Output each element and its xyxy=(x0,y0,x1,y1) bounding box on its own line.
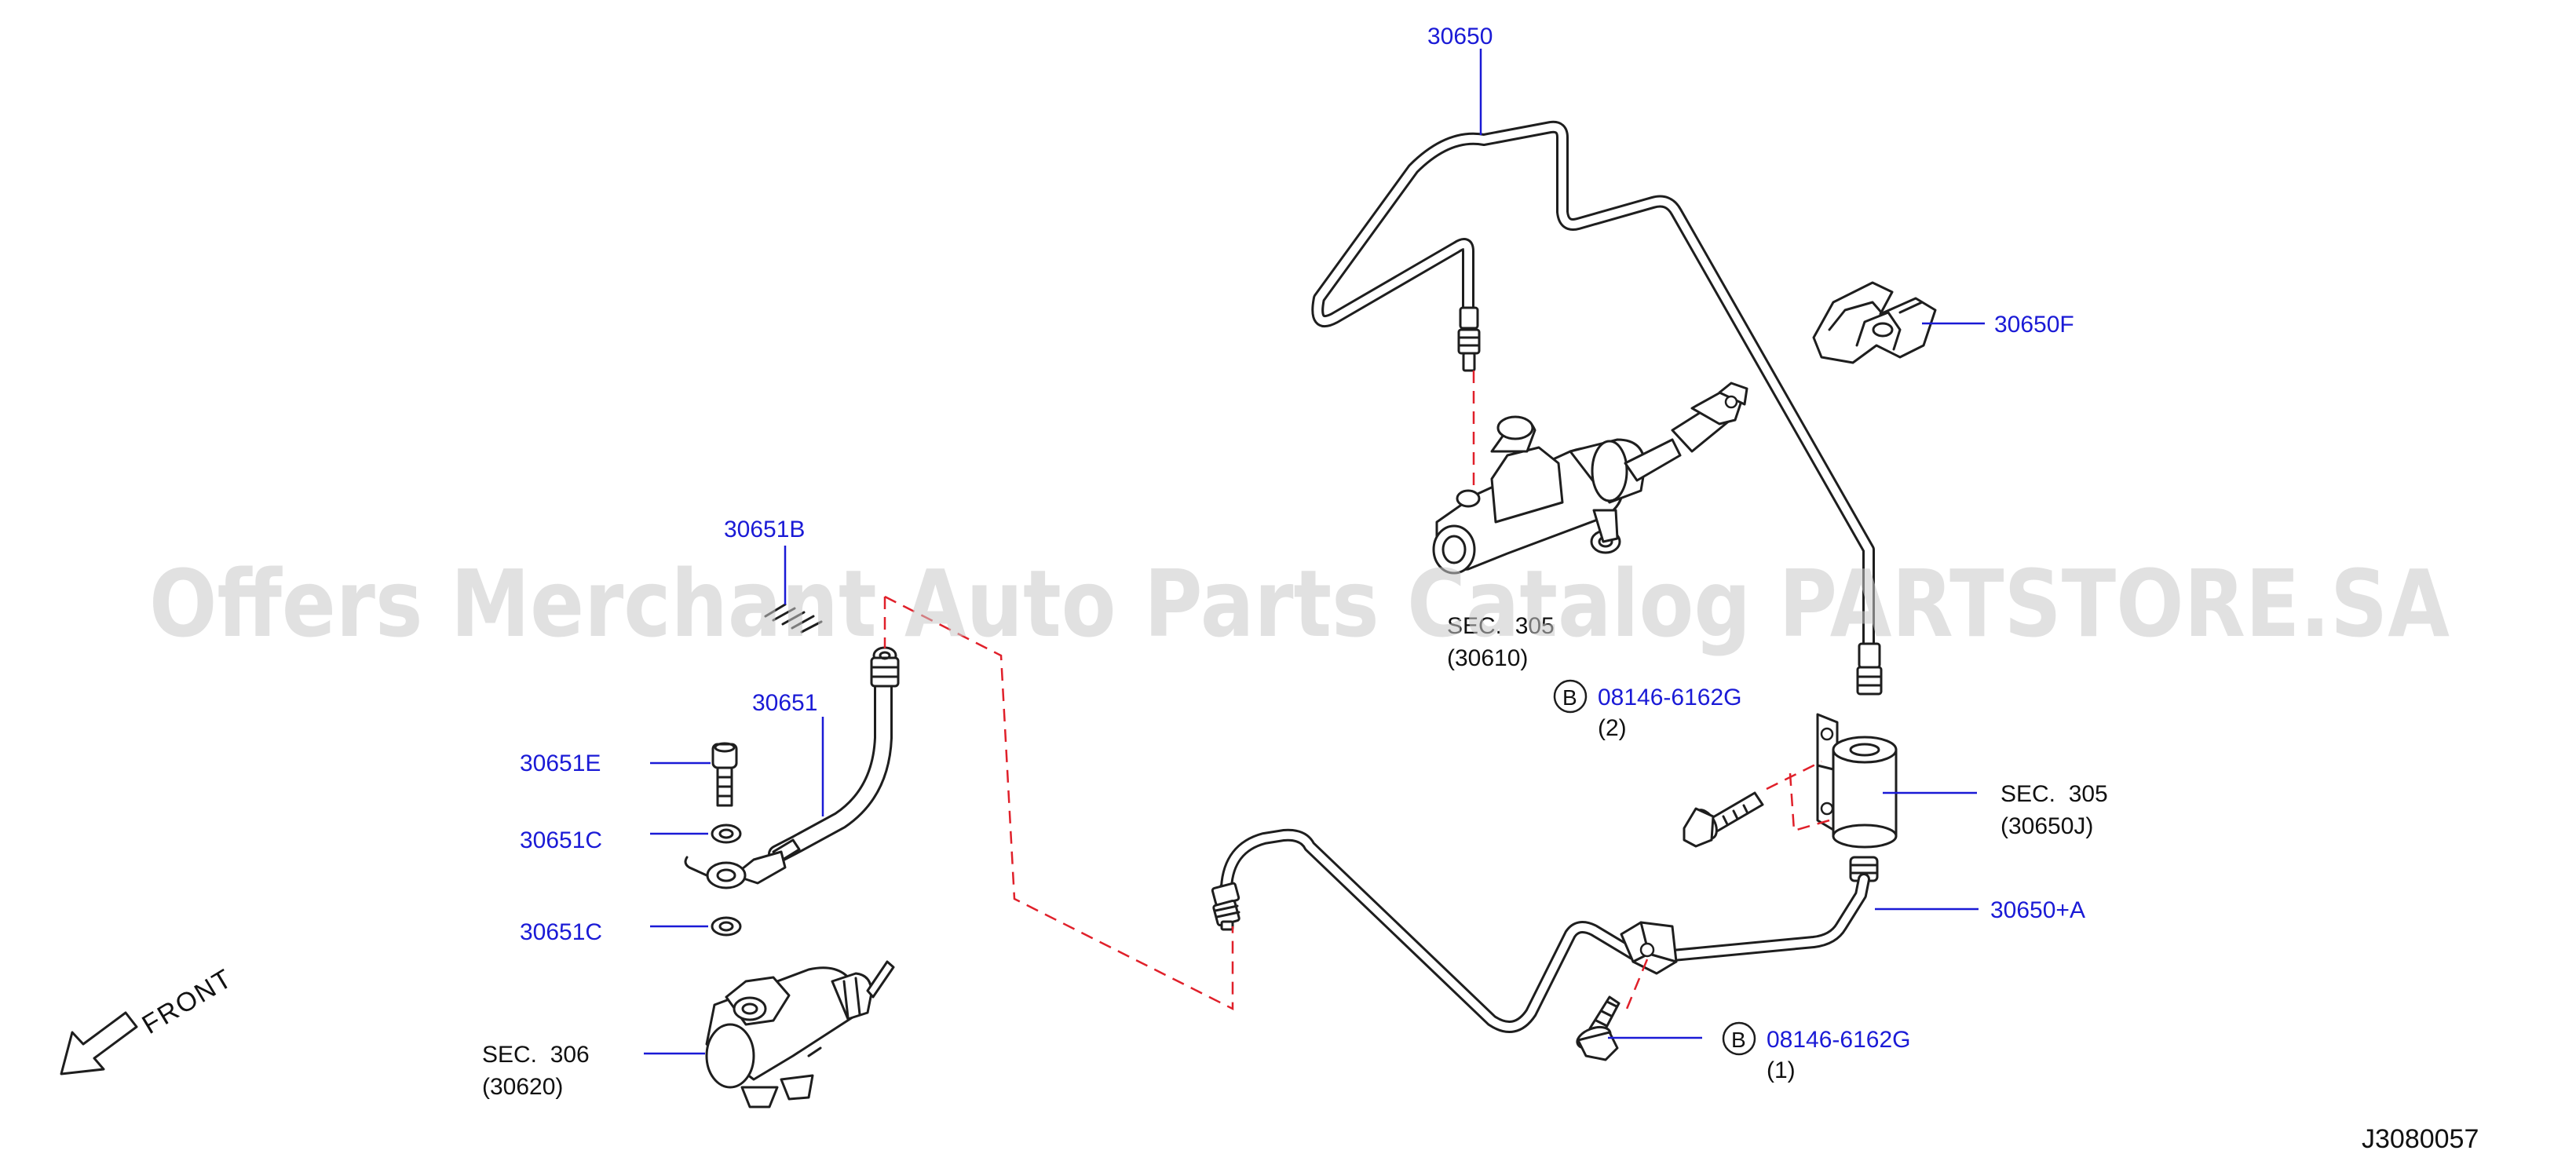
leader-lines xyxy=(644,49,1985,1055)
section-ref-master: SEC. 305 (30610) xyxy=(1447,613,1555,671)
section-master-sec: SEC. 305 xyxy=(1447,613,1555,639)
callout-30650A: 30650+A xyxy=(1990,897,2085,923)
callout-30651B: 30651B xyxy=(724,517,805,542)
bolt-marker-upper: B xyxy=(1562,685,1577,710)
diagram-id: J3080057 xyxy=(2362,1124,2479,1154)
assembly-lines xyxy=(883,371,1830,1013)
section-master-code: (30610) xyxy=(1447,645,1528,671)
bleeder-screw-30651E xyxy=(711,742,738,807)
clutch-hose-30651 xyxy=(684,646,900,889)
callout-30651C-upper: 30651C xyxy=(520,827,602,853)
section-damper-code: (30650J) xyxy=(2001,813,2093,839)
clutch-tube-30650 xyxy=(1311,120,1883,696)
section-ref-damper: SEC. 305 (30650J) xyxy=(2001,781,2108,839)
section-damper-sec: SEC. 305 xyxy=(2001,781,2108,807)
clutch-tube-30650A xyxy=(1211,828,1870,1033)
spring-30651B xyxy=(764,603,823,634)
callout-30651E: 30651E xyxy=(520,750,601,776)
section-ref-operating: SEC. 306 (30620) xyxy=(482,1042,590,1100)
front-arrow: FRONT xyxy=(60,963,239,1076)
bolt-qty-upper: (2) xyxy=(1598,715,1627,741)
callout-30651C-lower: 30651C xyxy=(520,919,602,945)
bolt-qty-lower: (1) xyxy=(1767,1057,1796,1083)
callout-30651: 30651 xyxy=(752,690,817,716)
bolt-lower xyxy=(1576,995,1621,1061)
section-operating-code: (30620) xyxy=(482,1074,563,1100)
washer-30651C-lower xyxy=(711,916,742,937)
bolt-upper xyxy=(1683,791,1764,848)
callout-30650F: 30650F xyxy=(1994,312,2074,338)
bolt-part-lower: 08146-6162G xyxy=(1767,1027,1911,1053)
callout-bolt-lower: B 08146-6162G (1) xyxy=(1722,1021,1911,1083)
clip-30650F xyxy=(1812,281,1937,364)
callout-30650: 30650 xyxy=(1427,24,1493,49)
section-operating-sec: SEC. 306 xyxy=(482,1042,590,1068)
callout-bolt-upper: B 08146-6162G (2) xyxy=(1553,679,1742,741)
clutch-damper xyxy=(1816,713,1898,882)
front-label: FRONT xyxy=(137,963,239,1040)
bolt-marker-lower: B xyxy=(1731,1028,1746,1052)
washer-30651C-upper xyxy=(711,824,742,844)
watermark: Offers Merchant Auto Parts Catalog PARTS… xyxy=(149,550,2450,658)
clutch-operating-cylinder xyxy=(705,960,895,1108)
clutch-master-cylinder xyxy=(1432,382,1748,575)
bolt-part-upper: 08146-6162G xyxy=(1598,685,1742,710)
